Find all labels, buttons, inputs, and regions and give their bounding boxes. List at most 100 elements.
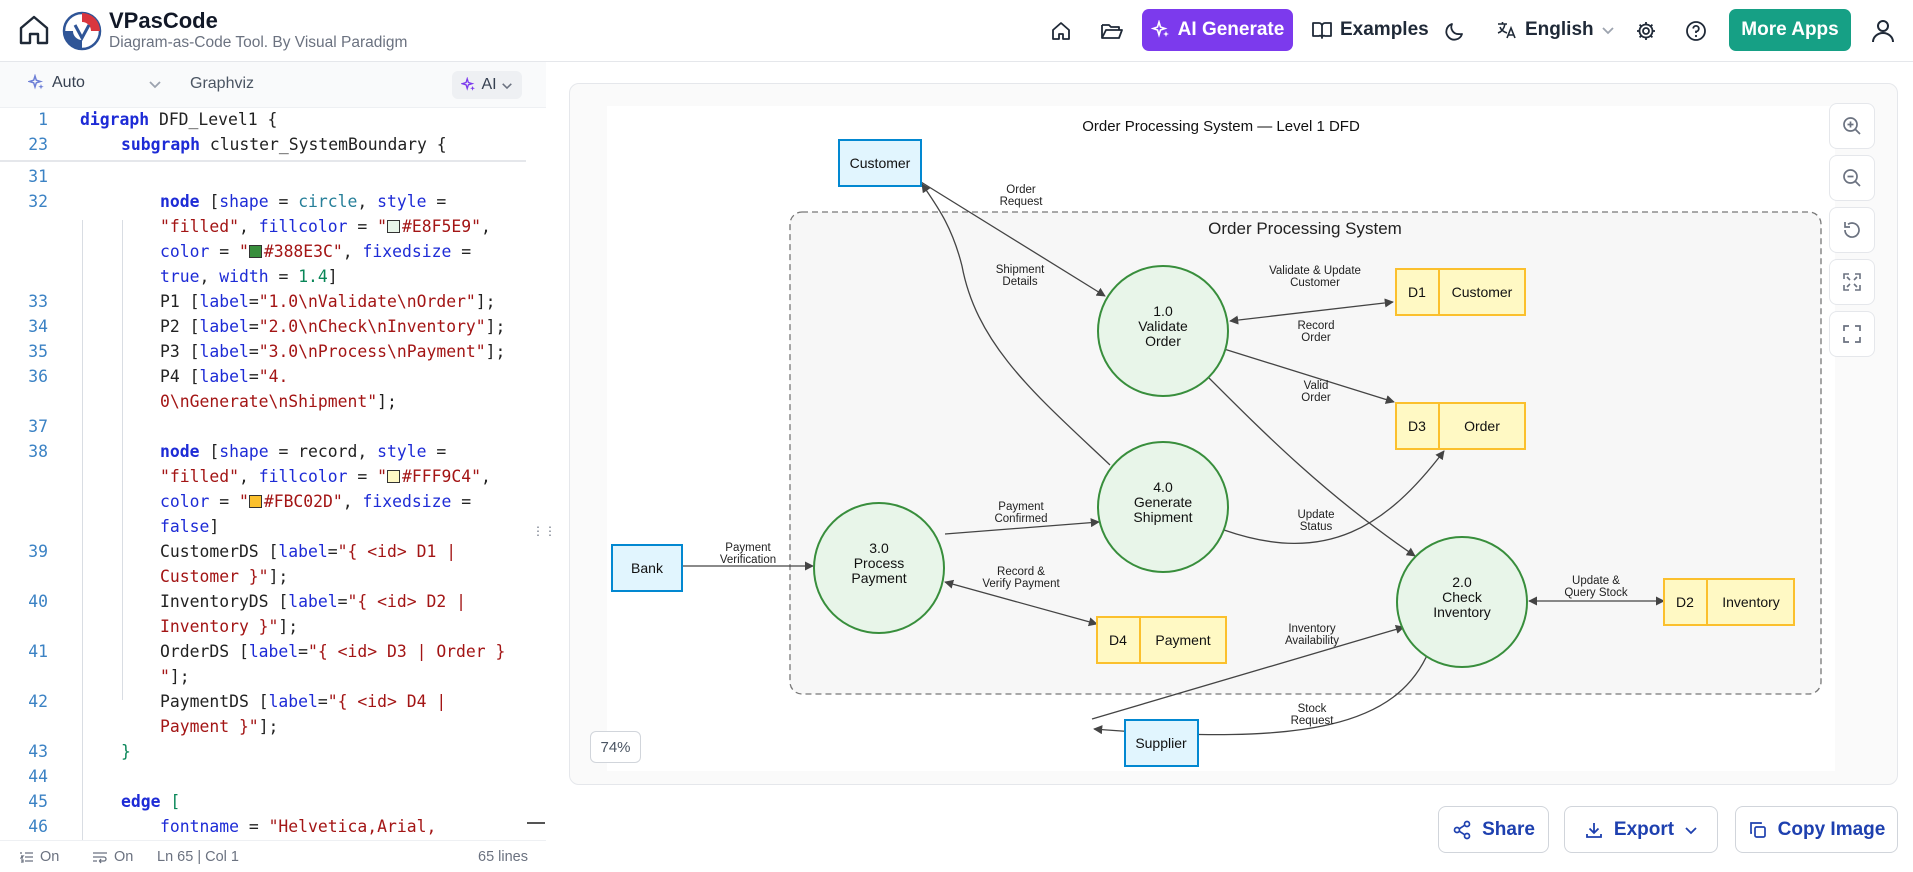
code-text: digraph DFD_Level1 { — [80, 110, 278, 129]
code-text: Customer }"]; — [160, 567, 289, 586]
line-number: 41 — [28, 642, 48, 661]
svg-text:D2: D2 — [1676, 594, 1694, 610]
code-area[interactable]: 1 digraph DFD_Level1 { 23 subgraph clust… — [0, 108, 530, 840]
edge-payment-confirmed — [944, 518, 1100, 535]
line-number: 32 — [28, 192, 48, 211]
label-update-query: Update &Query Stock — [1564, 575, 1628, 599]
svg-text:Bank: Bank — [631, 560, 664, 576]
line-number: 37 — [28, 417, 48, 436]
fullscreen-icon — [1843, 325, 1861, 343]
fit-to-screen-button[interactable] — [1829, 259, 1875, 305]
format-state: On — [114, 849, 134, 865]
sparkles-icon — [461, 77, 476, 91]
zoom-out-button[interactable] — [1829, 155, 1875, 201]
download-icon — [1586, 822, 1602, 838]
indent-guide — [122, 220, 123, 700]
export-button[interactable]: Export — [1564, 806, 1718, 853]
code-text: P4 [label="4. — [160, 367, 289, 386]
chevron-down-icon — [501, 82, 512, 89]
code-text: node [shape = record, style = — [160, 442, 447, 461]
ai-generate-button[interactable]: AI Generate — [1142, 9, 1293, 51]
gear-icon[interactable] — [1631, 16, 1661, 46]
code-text: OrderDS [label="{ <id> D3 | Order } — [160, 642, 506, 661]
list-numbers-icon — [20, 852, 33, 863]
ai-assist-button[interactable]: AI — [452, 71, 522, 99]
label-record-verify: Record &Verify Payment — [982, 566, 1060, 590]
store-order[interactable]: D3 Order — [1395, 402, 1526, 450]
entity-supplier[interactable]: Supplier — [1124, 719, 1199, 767]
store-payment[interactable]: D4 Payment — [1096, 616, 1227, 664]
language-selector[interactable]: English — [1496, 9, 1615, 51]
line-number: 23 — [28, 135, 48, 154]
entity-customer[interactable]: Customer — [838, 139, 922, 187]
help-icon[interactable] — [1681, 16, 1711, 46]
svg-text:D4: D4 — [1109, 632, 1127, 648]
edge-update-status — [1223, 450, 1445, 544]
code-text: node [shape = circle, style = — [160, 192, 447, 211]
user-icon[interactable] — [1866, 14, 1900, 48]
diagram-canvas[interactable]: Order Processing System — Level 1 DFD Or… — [607, 106, 1835, 771]
share-icon — [1453, 820, 1471, 839]
moon-icon[interactable] — [1440, 16, 1470, 46]
code-text: P3 [label="3.0\nProcess\nPayment"]; — [160, 342, 506, 361]
code-text: CustomerDS [label="{ <id> D1 | — [160, 542, 457, 561]
line-number: 1 — [38, 110, 48, 129]
chevron-down-icon — [1685, 826, 1697, 834]
svg-text:Order: Order — [1464, 418, 1500, 434]
wrap-text-icon — [93, 852, 107, 864]
home-nav-icon[interactable] — [1046, 16, 1076, 46]
zoom-in-button[interactable] — [1829, 103, 1875, 149]
rotate-ccw-icon — [1844, 222, 1860, 238]
home-icon[interactable] — [14, 10, 54, 50]
chevron-down-icon[interactable] — [148, 76, 162, 94]
code-text: } — [121, 742, 131, 761]
entity-bank[interactable]: Bank — [611, 544, 683, 592]
line-number: 33 — [28, 292, 48, 311]
word-wrap-toggle[interactable]: On — [20, 849, 59, 865]
layout-mode-selector[interactable]: Auto — [28, 74, 85, 92]
engine-label[interactable]: Graphviz — [190, 75, 255, 92]
edge-valid-order — [1206, 375, 1416, 557]
code-text: subgraph cluster_SystemBoundary { — [121, 135, 447, 154]
book-open-icon — [1312, 22, 1332, 39]
reset-view-button[interactable] — [1829, 207, 1875, 253]
svg-text:Inventory: Inventory — [1722, 594, 1780, 610]
fullscreen-button[interactable] — [1829, 311, 1875, 357]
top-bar: VPasCode Diagram-as-Code Tool. By Visual… — [0, 0, 1913, 62]
folder-open-icon[interactable] — [1097, 16, 1127, 46]
app-name: VPasCode — [109, 8, 218, 33]
panel-resize-handle[interactable]: ⋮⋮ — [532, 524, 556, 538]
code-text: PaymentDS [label="{ <id> D4 | — [160, 692, 447, 711]
code-text: false] — [160, 517, 220, 536]
edge-record-order — [1223, 348, 1395, 404]
store-inventory[interactable]: D2 Inventory — [1663, 578, 1795, 626]
edge-inventory-availability — [1091, 624, 1405, 720]
share-button[interactable]: Share — [1438, 806, 1549, 853]
svg-text:Customer: Customer — [1452, 284, 1513, 300]
edge-record-verify — [944, 579, 1098, 627]
copy-image-button[interactable]: Copy Image — [1735, 806, 1898, 853]
examples-button[interactable]: Examples — [1311, 9, 1429, 51]
code-text: P2 [label="2.0\nCheck\nInventory"]; — [160, 317, 506, 336]
store-customer[interactable]: D1 Customer — [1395, 268, 1526, 316]
format-toggle[interactable]: On — [92, 849, 133, 865]
editor-scrollbar[interactable] — [527, 822, 545, 824]
code-editor-panel: Auto Graphviz AI 1 digraph DFD_Level1 { … — [0, 62, 556, 872]
line-count: 65 lines — [478, 849, 528, 865]
fit-screen-icon — [1843, 273, 1861, 291]
line-number: 45 — [28, 792, 48, 811]
code-text: true, width = 1.4] — [160, 267, 338, 286]
more-apps-button[interactable]: More Apps — [1729, 9, 1851, 51]
line-number: 38 — [28, 442, 48, 461]
